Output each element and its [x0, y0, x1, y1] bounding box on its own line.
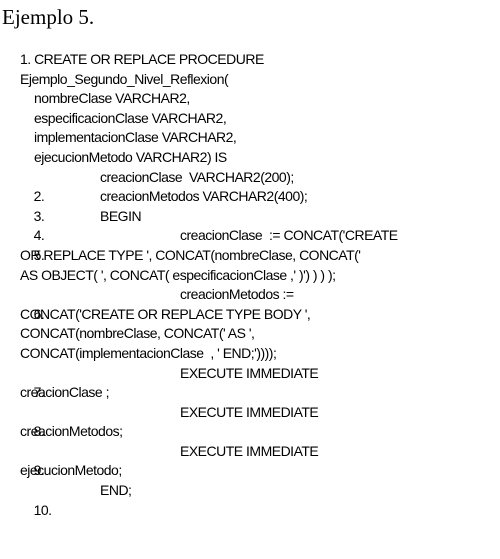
- line-number: 7.: [33, 384, 45, 401]
- line-number: 10.: [33, 501, 52, 518]
- code-line-continuation: CONCAT('CREATE OR REPLACE TYPE BODY ',: [20, 305, 311, 322]
- code-line: 9. EXECUTE IMMEDIATE: [20, 442, 490, 479]
- code-line: 5. creacionClase := CONCAT('CREATE: [20, 226, 490, 263]
- code-line: 1. CREATE OR REPLACE PROCEDURE: [20, 51, 264, 67]
- code-line-continuation: creacionMetodos;: [20, 423, 123, 440]
- line-number: 2.: [33, 188, 45, 205]
- line-statement: EXECUTE IMMEDIATE: [180, 403, 319, 420]
- code-line: ejecucionMetodo VARCHAR2) IS: [34, 148, 227, 165]
- line-number: 6.: [33, 305, 45, 322]
- code-line-continuation: ejecucionMetodo;: [20, 462, 122, 479]
- line-statement: END;: [100, 482, 132, 499]
- code-line-continuation: OR REPLACE TYPE ', CONCAT(nombreClase, C…: [20, 246, 361, 263]
- code-line: especificacionClase VARCHAR2,: [34, 109, 227, 126]
- code-line: 7. EXECUTE IMMEDIATE: [20, 364, 490, 401]
- line-statement: creacionClase := CONCAT('CREATE: [180, 227, 398, 244]
- line-statement: creacionMetodos VARCHAR2(400);: [100, 188, 308, 205]
- line-statement: creacionClase VARCHAR2(200);: [100, 168, 294, 185]
- line-statement: BEGIN: [100, 207, 142, 224]
- code-line: nombreClase VARCHAR2,: [34, 90, 190, 107]
- code-block: 1. CREATE OR REPLACE PROCEDURE Ejemplo_S…: [20, 50, 490, 518]
- line-number: 4.: [33, 227, 45, 244]
- line-number: 8.: [33, 423, 45, 440]
- code-line: Ejemplo_Segundo_Nivel_Reflexion(: [20, 70, 229, 87]
- code-line-continuation: creacionClase ;: [20, 384, 110, 401]
- code-line: 10. END;: [20, 481, 490, 518]
- page-title: Ejemplo 5.: [2, 5, 95, 29]
- code-line: implementacionClase VARCHAR2,: [34, 129, 237, 146]
- line-statement: EXECUTE IMMEDIATE: [180, 442, 319, 459]
- code-line-continuation: CONCAT(nombreClase, CONCAT(' AS ',: [20, 325, 255, 342]
- line-statement: creacionMetodos :=: [180, 286, 294, 303]
- line-number: 9.: [33, 462, 45, 479]
- line-statement: EXECUTE IMMEDIATE: [180, 364, 319, 381]
- line-number: 5.: [33, 246, 45, 263]
- line-number: 3.: [33, 207, 45, 224]
- code-line: 2. creacionClase VARCHAR2(200);: [20, 168, 490, 205]
- code-line: 8. EXECUTE IMMEDIATE: [20, 403, 490, 440]
- code-line: 3. creacionMetodos VARCHAR2(400);: [20, 187, 490, 224]
- code-line-continuation: CONCAT(implementacionClase , ' END;'))))…: [20, 344, 277, 361]
- code-line: 6. creacionMetodos :=: [20, 285, 490, 322]
- code-line: 4. BEGIN: [20, 207, 490, 244]
- code-line-continuation: AS OBJECT( ', CONCAT( especificacionClas…: [20, 266, 336, 283]
